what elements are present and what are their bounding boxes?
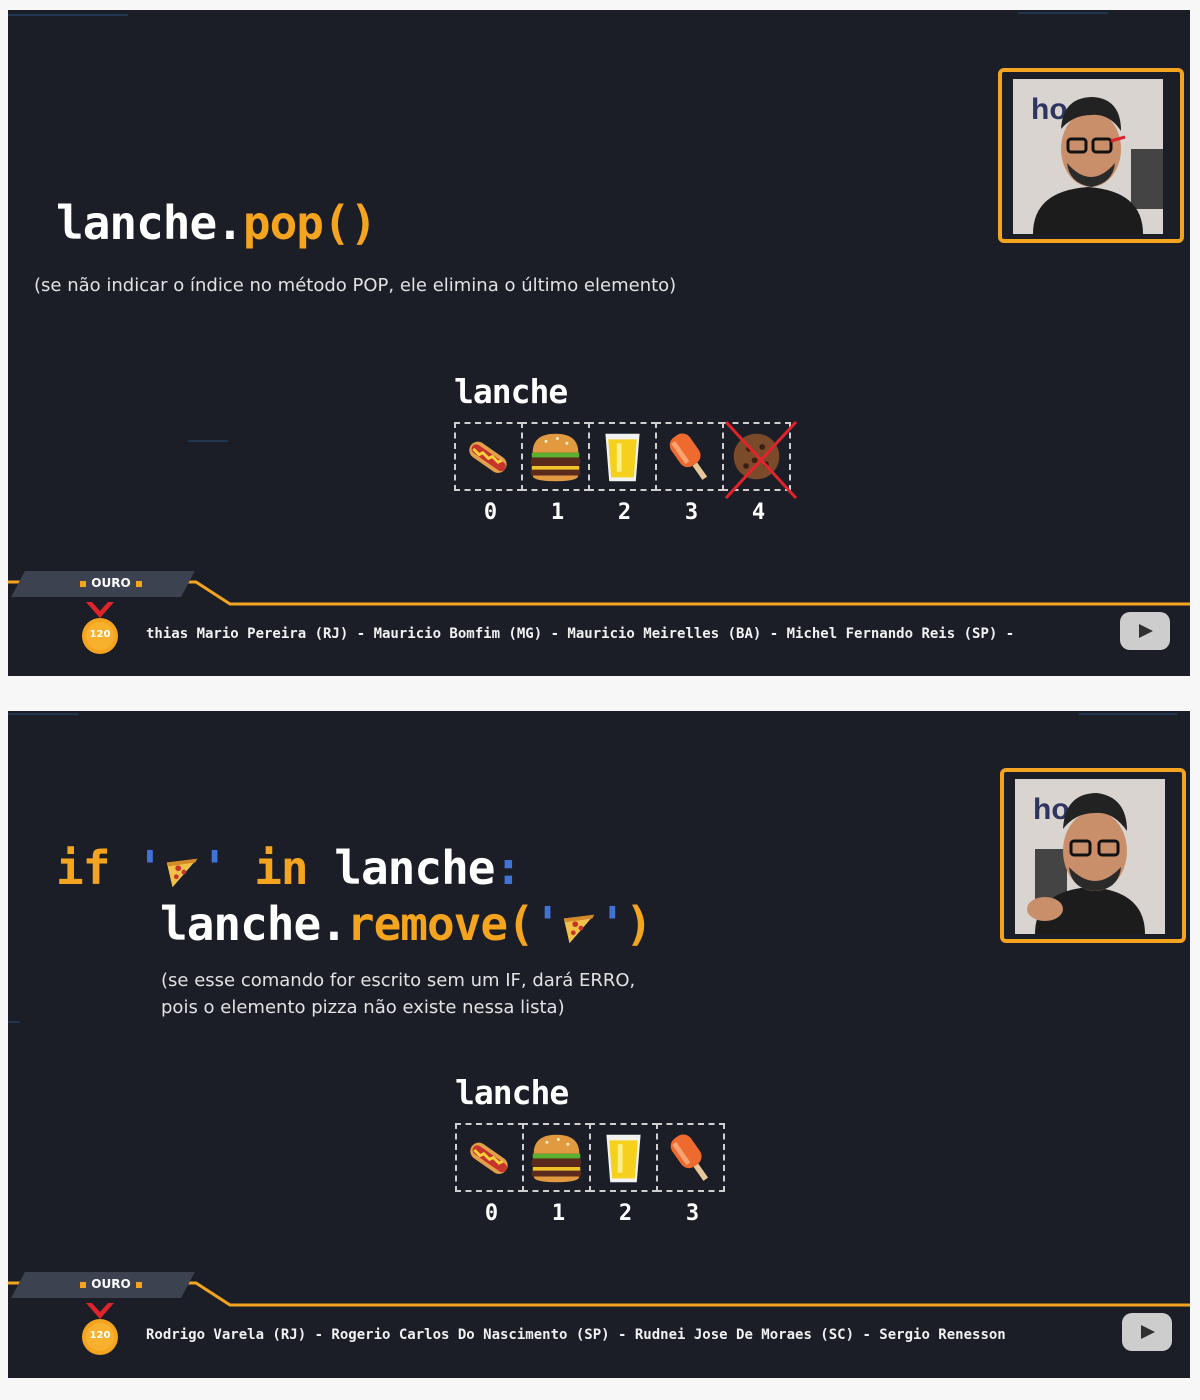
webcam-overlay: ho <box>998 68 1184 243</box>
code-paren: ) <box>625 897 653 951</box>
medal-count: 120 <box>89 629 111 640</box>
list-items: 0 1 2 3 <box>455 1123 725 1226</box>
code-var: lanche <box>334 841 495 895</box>
code-pop-line: lanche.pop() <box>56 196 377 250</box>
presenter-avatar <box>1033 97 1163 234</box>
list-item: 1 <box>522 1123 591 1226</box>
list-item: 3 <box>656 1123 725 1226</box>
burger-icon <box>527 428 584 485</box>
presenter-video: ho <box>1013 79 1163 234</box>
list-item: 1 <box>521 422 590 525</box>
supporters-ticker: Rodrigo Varela (RJ) - Rogerio Carlos Do … <box>146 1327 1006 1343</box>
item-index: 0 <box>483 500 498 525</box>
tier-label: OURO <box>66 1277 156 1291</box>
note-line: pois o elemento pizza não existe nessa l… <box>161 997 565 1018</box>
juice-icon <box>594 428 651 485</box>
item-index: 1 <box>551 1201 566 1226</box>
code-colon: : <box>494 841 522 895</box>
presenter-video: ho <box>1015 779 1165 934</box>
play-icon <box>1138 1323 1158 1341</box>
hotdog-icon <box>461 1129 518 1186</box>
code-remove-line: lanche.remove('') <box>160 897 653 951</box>
code-quote: ' <box>136 841 164 895</box>
item-index: 1 <box>550 500 565 525</box>
code-quote: ' <box>533 897 562 951</box>
presenter-avatar <box>1027 793 1145 934</box>
play-button[interactable] <box>1122 1313 1172 1351</box>
list-item: 0 <box>455 1123 524 1226</box>
webcam-logo: ho <box>1031 93 1068 126</box>
note-line: (se não indicar o índice no método POP, … <box>34 275 677 296</box>
pizza-icon <box>163 853 201 891</box>
list-title: lanche <box>455 1073 569 1112</box>
item-index: 3 <box>685 1201 700 1226</box>
code-method: remove( <box>346 897 535 951</box>
popsicle-icon <box>661 428 718 485</box>
code-if-line: if ' ' in lanche: <box>56 841 522 895</box>
code-quote: ' <box>200 841 229 895</box>
popsicle-icon <box>662 1129 719 1186</box>
supporters-ticker: thias Mario Pereira (RJ) - Mauricio Bomf… <box>146 626 1015 642</box>
tier-label: OURO <box>66 576 156 590</box>
pizza-icon <box>560 909 598 947</box>
list-item: 3 <box>655 422 724 525</box>
medal-count: 120 <box>89 1330 111 1341</box>
burger-icon <box>528 1129 585 1186</box>
remove-note: (se esse comando for escrito sem um IF, … <box>161 967 635 1021</box>
list-item: 2 <box>588 422 657 525</box>
play-icon <box>1136 622 1156 640</box>
code-var: lanche. <box>160 897 348 951</box>
item-index: 4 <box>751 500 766 525</box>
list-items: 0 1 2 3 4 <box>454 420 798 525</box>
webcam-overlay: ho <box>1000 768 1186 943</box>
list-item-removed: 4 <box>722 420 798 525</box>
juice-icon <box>595 1129 652 1186</box>
play-button[interactable] <box>1120 612 1170 650</box>
pop-note: (se não indicar o índice no método POP, … <box>34 272 676 299</box>
code-quote: ' <box>598 897 626 951</box>
video-frame-remove[interactable]: if '' in lanche: lanche.remove('') (se e… <box>8 711 1190 1378</box>
video-frame-pop[interactable]: lanche.pop() (se não indicar o índice no… <box>8 10 1190 676</box>
code-var: lanche. <box>56 196 244 250</box>
code-keyword-if: if <box>56 841 110 895</box>
item-index: 2 <box>617 500 632 525</box>
code-keyword-in: in <box>254 841 308 895</box>
hotdog-icon <box>460 428 517 485</box>
code-method: pop() <box>242 196 377 250</box>
item-index: 0 <box>484 1201 499 1226</box>
remove-cross-icon <box>724 420 798 500</box>
item-index: 2 <box>618 1201 633 1226</box>
webcam-logo: ho <box>1033 793 1070 826</box>
list-item: 2 <box>589 1123 658 1226</box>
note-line: (se esse comando for escrito sem um IF, … <box>161 970 636 991</box>
item-index: 3 <box>684 500 699 525</box>
list-title: lanche <box>454 372 568 411</box>
list-item: 0 <box>454 422 523 525</box>
